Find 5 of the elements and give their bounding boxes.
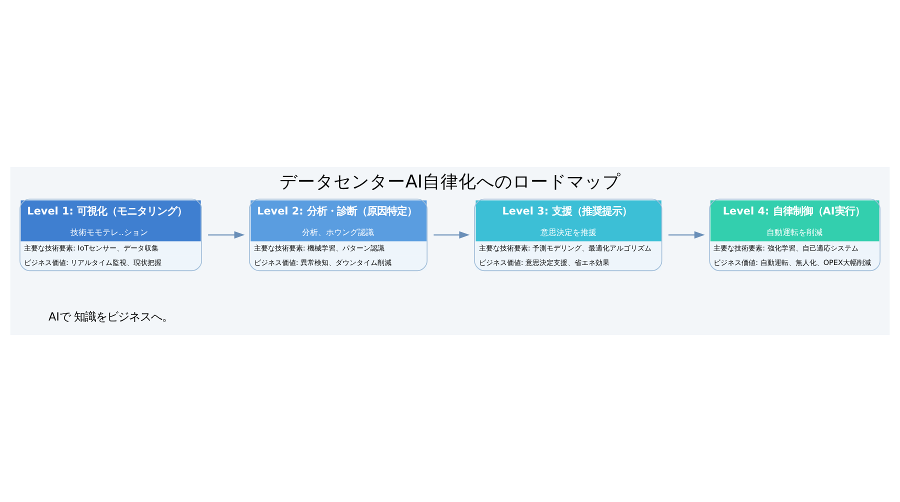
arrow bbox=[668, 231, 705, 239]
diagram-title: データセンターAI自律化へのロードマップ bbox=[279, 172, 621, 193]
arrow bbox=[434, 231, 470, 239]
arrow bbox=[208, 231, 245, 239]
label: AIで 知識をビジネスへ。 bbox=[48, 310, 174, 324]
